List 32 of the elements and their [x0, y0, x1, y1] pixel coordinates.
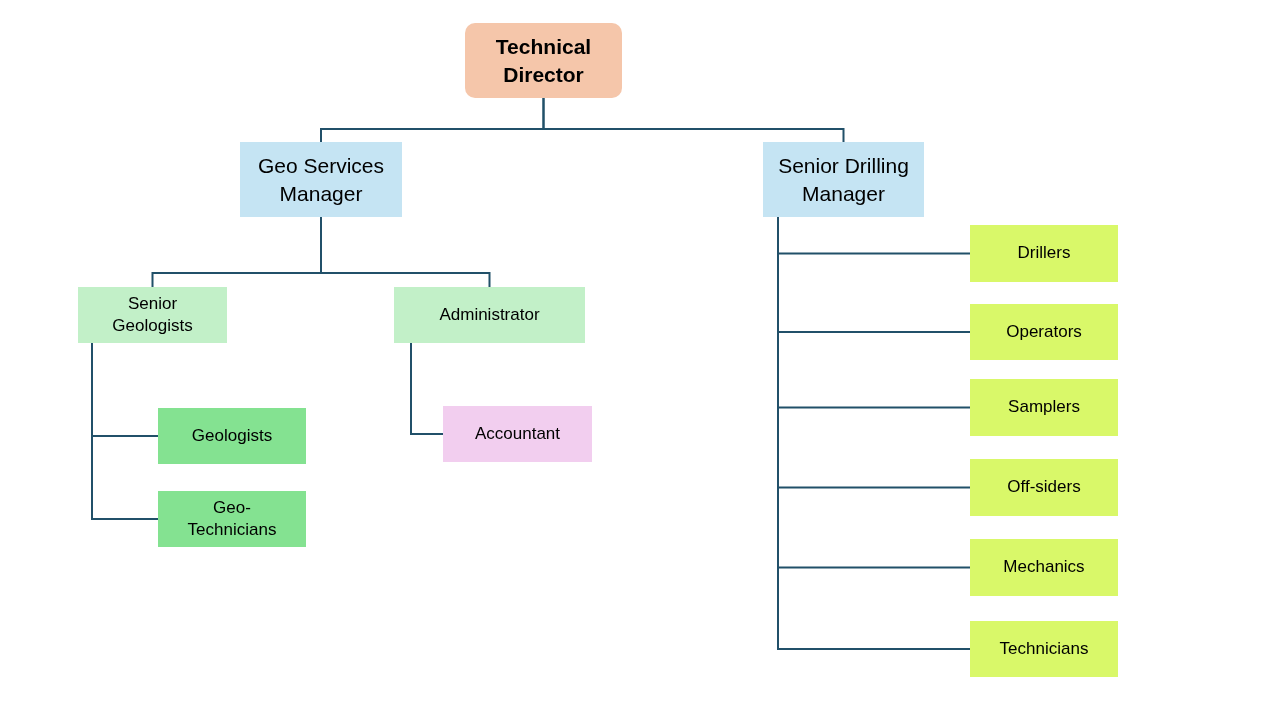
role-title: Geologists: [191, 424, 273, 447]
connector-line: [542, 97, 845, 143]
role-title: Drillers: [1017, 242, 1071, 265]
role-box: [158, 491, 306, 547]
director-box: [465, 23, 622, 98]
role-title: Senior Drilling Manager: [777, 153, 910, 207]
role-title: Accountant: [474, 422, 561, 445]
role-title: Geo-Technicians: [186, 496, 278, 541]
manager-box: [240, 142, 402, 217]
role-box: [970, 225, 1118, 282]
role-title: Mechanics: [1003, 556, 1085, 579]
role-box: [78, 287, 227, 343]
role-title: Geo Services Manager: [256, 153, 386, 207]
connector-line: [91, 342, 159, 520]
role-title: Technicians: [999, 637, 1089, 660]
manager-box: [763, 142, 924, 217]
role-title: Administrator: [439, 303, 540, 326]
role-title: Off-siders: [1007, 476, 1081, 499]
role-box: [970, 459, 1118, 516]
role-box: [970, 379, 1118, 436]
connector-line: [410, 342, 444, 435]
role-box: [970, 539, 1118, 596]
role-title: Technical Director: [494, 34, 593, 88]
connector-line: [320, 216, 491, 288]
role-box: [394, 287, 585, 343]
role-title: Samplers: [1008, 396, 1080, 419]
role-title: Operators: [1006, 320, 1082, 343]
role-box: [443, 406, 592, 462]
role-box: [158, 408, 306, 464]
role-box: [970, 621, 1118, 677]
role-box: [970, 304, 1118, 360]
role-title: Senior Geologists: [111, 292, 194, 337]
